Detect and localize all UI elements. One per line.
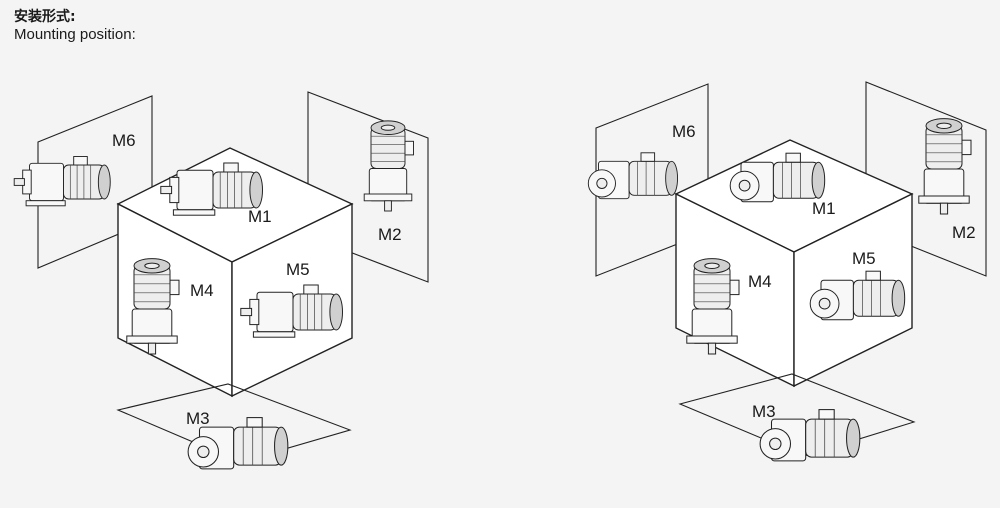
label-m3: M3 bbox=[186, 409, 210, 428]
gearmotor-m2 bbox=[918, 118, 972, 215]
title-chinese: 安装形式: bbox=[14, 9, 76, 25]
title-english: Mounting position: bbox=[14, 26, 136, 43]
diagram-right: M6 M2 M1 M4 M5 M3 bbox=[587, 81, 987, 462]
label-m1: M1 bbox=[812, 199, 836, 218]
label-m6: M6 bbox=[672, 122, 696, 141]
header: 安装形式: Mounting position: bbox=[14, 8, 136, 44]
label-m5: M5 bbox=[852, 249, 876, 268]
gearmotor-m2 bbox=[363, 120, 414, 212]
label-m3: M3 bbox=[752, 402, 776, 421]
diagram-left: M6 M2 M1 M4 M5 M3 bbox=[13, 91, 429, 470]
label-m2: M2 bbox=[378, 225, 402, 244]
gearmotor-m6 bbox=[587, 152, 679, 200]
label-m2: M2 bbox=[952, 223, 976, 242]
label-m4: M4 bbox=[748, 272, 772, 291]
gearmotor-m6 bbox=[13, 156, 111, 207]
label-m6: M6 bbox=[112, 131, 136, 150]
label-m4: M4 bbox=[190, 281, 214, 300]
label-m5: M5 bbox=[286, 260, 310, 279]
label-m1: M1 bbox=[248, 207, 272, 226]
